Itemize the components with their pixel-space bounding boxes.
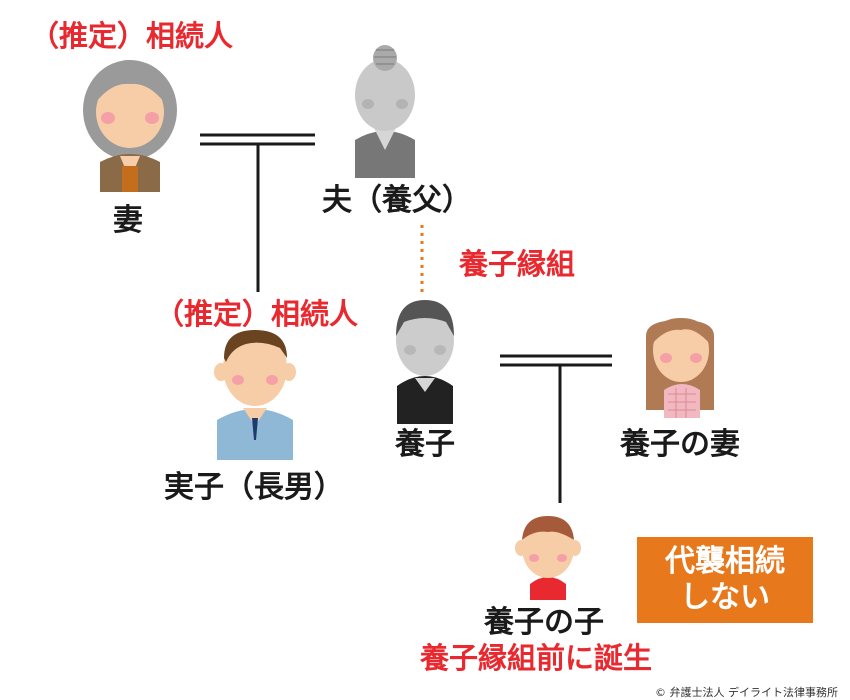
adoptee-spouse-marriage-line — [500, 354, 612, 367]
son-heir-annotation: （推定）相続人 — [155, 297, 359, 331]
born-before-adoption-annotation: 養子縁組前に誕生 — [420, 641, 653, 675]
husband-person-icon — [355, 45, 415, 178]
adopted-child-label: 養子 — [395, 427, 455, 462]
wife-husband-marriage-line — [200, 133, 315, 146]
wife-person-icon — [83, 60, 177, 192]
adopted-child-person-icon — [396, 300, 454, 424]
adopted-child-wife-person-icon — [646, 318, 714, 418]
no-substitute-succession-tag: 代襲相続 しない — [637, 537, 813, 623]
adoption-link-label: 養子縁組 — [459, 247, 576, 281]
biological-son-person-icon — [214, 330, 296, 460]
husband-label: 夫（養父） — [322, 183, 472, 218]
tag-line-2: しない — [680, 580, 770, 615]
biological-son-label: 実子（長男） — [164, 470, 344, 505]
tag-line-1: 代襲相続 — [665, 544, 785, 579]
wife-heir-annotation: （推定）相続人 — [30, 19, 234, 53]
wife-label: 妻 — [113, 203, 143, 238]
adopted-child-child-person-icon — [515, 516, 581, 600]
copyright-notice: © 弁護士法人 デイライト法律事務所 — [655, 686, 838, 699]
adopted-child-child-label: 養子の子 — [484, 605, 604, 640]
adopted-child-wife-label: 養子の妻 — [620, 427, 740, 462]
